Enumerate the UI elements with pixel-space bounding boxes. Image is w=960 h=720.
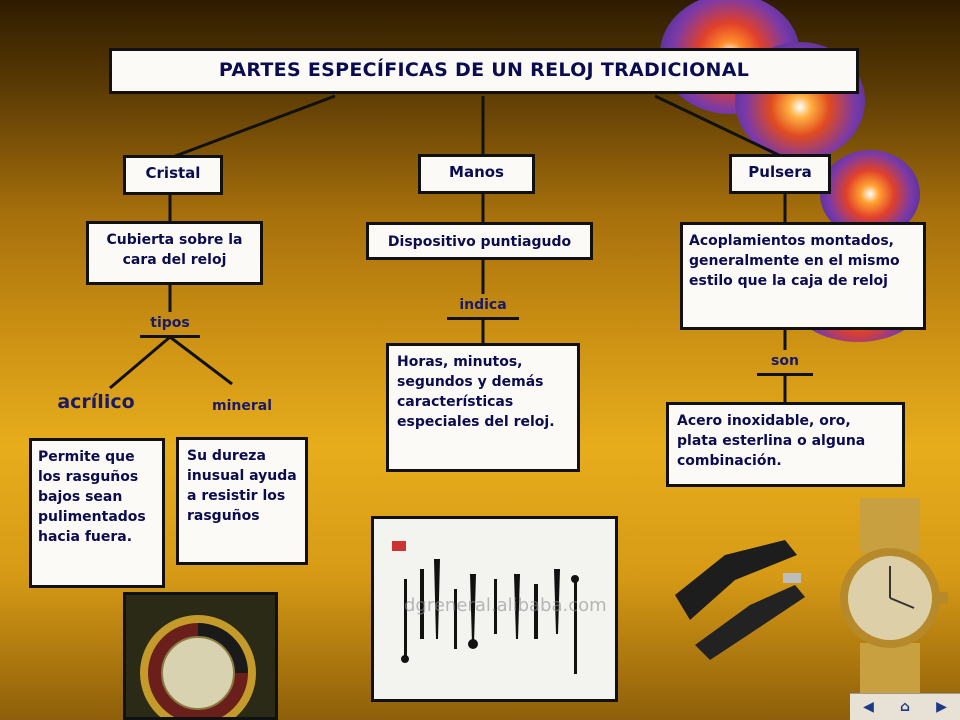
cristal-description: Cubierta sobre la cara del reloj [86,221,263,285]
category-pulsera: Pulsera [729,154,831,194]
watermark: dgreneral.alibaba.com [404,595,607,616]
mineral-detail: Su dureza inusual ayuda a resistir los r… [176,437,308,565]
link-indica: indica [447,296,519,320]
link-son-text: son [771,353,799,369]
manos-detail: Horas, minutos, segundos y demás caracte… [386,343,580,472]
next-slide-icon[interactable]: ▶ [936,699,947,715]
pulsera-description: Acoplamientos montados, generalmente en … [680,222,926,330]
link-indica-text: indica [459,297,507,313]
link-son: son [757,352,813,376]
home-icon[interactable]: ⌂ [899,699,910,715]
pulsera-detail: Acero inoxidable, oro, plata esterlina o… [666,402,905,487]
category-cristal: Cristal [123,155,223,195]
diagram-title: PARTES ESPECÍFICAS DE UN RELOJ TRADICION… [109,48,859,94]
type-mineral-label: mineral [212,398,272,414]
gold-watch-photo [830,498,950,698]
type-acrilico-label: acrílico [57,391,135,413]
link-tipos-text: tipos [150,315,190,331]
acrilico-detail: Permite que los rasguños bajos sean puli… [29,438,165,588]
link-tipos: tipos [140,314,200,338]
previous-slide-icon[interactable]: ◀ [863,699,874,715]
strap-photo [665,535,815,665]
slide-navigation[interactable]: ◀ ⌂ ▶ [850,693,960,720]
bezel-photo [123,592,278,720]
category-manos: Manos [418,154,535,194]
manos-description: Dispositivo puntiagudo [366,222,593,260]
hands-photo: dgreneral.alibaba.com [371,516,618,702]
